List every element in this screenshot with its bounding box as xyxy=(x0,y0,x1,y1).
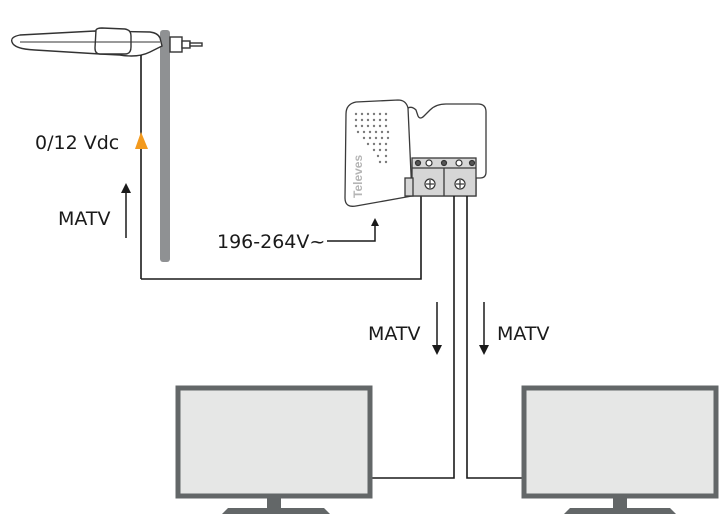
tv-left-screen xyxy=(175,385,373,499)
vent-dot xyxy=(376,154,380,158)
vent-dot xyxy=(360,118,364,122)
antenna-clamp xyxy=(169,36,183,53)
amplifier xyxy=(344,99,487,207)
tv-right-stand xyxy=(564,508,676,514)
tv-left xyxy=(175,385,373,514)
vent-dot xyxy=(360,124,364,128)
vent-dot xyxy=(378,112,382,116)
vent-dot xyxy=(372,148,376,152)
dc-power-label: 0/12 Vdc xyxy=(35,132,119,154)
vent-dot xyxy=(384,160,388,164)
vent-dot xyxy=(362,136,366,140)
vent-dot xyxy=(378,118,382,122)
amplifier-vent-dots xyxy=(354,112,390,164)
mains-power-arrow xyxy=(327,224,376,242)
vent-dot xyxy=(380,130,384,134)
matv-up-arrow-icon xyxy=(121,183,131,238)
vent-dot xyxy=(374,136,378,140)
matv-down-arrow-right-icon xyxy=(479,302,489,355)
vent-dot xyxy=(372,112,376,116)
tv-right xyxy=(521,385,719,514)
vent-dot xyxy=(378,160,382,164)
vent-dot xyxy=(384,154,388,158)
vent-dot xyxy=(378,148,382,152)
vent-dot xyxy=(386,136,390,140)
cable-output-left xyxy=(370,196,455,479)
matv-up-label: MATV xyxy=(58,208,111,230)
cable-antenna-to-amplifier xyxy=(141,196,422,280)
antenna xyxy=(10,27,203,57)
vent-dot xyxy=(372,142,376,146)
vent-dot xyxy=(386,130,390,134)
vent-dot xyxy=(356,130,360,134)
vent-dot xyxy=(368,130,372,134)
vent-dot xyxy=(354,124,358,128)
vent-dot xyxy=(384,124,388,128)
cable-output-right xyxy=(466,196,524,479)
vent-dot xyxy=(354,112,358,116)
tv-right-screen xyxy=(521,385,719,499)
vent-dot xyxy=(366,142,370,146)
vent-dot xyxy=(380,136,384,140)
terminal-screws xyxy=(414,159,476,190)
antenna-body xyxy=(10,30,163,57)
vent-dot xyxy=(372,124,376,128)
vent-dot xyxy=(362,130,366,134)
tv-left-stand xyxy=(222,508,330,514)
vent-dot xyxy=(384,112,388,116)
mast xyxy=(160,30,170,262)
mains-voltage-label: 196-264V~ xyxy=(217,231,325,253)
vent-dot xyxy=(360,112,364,116)
vent-dot xyxy=(384,142,388,146)
matv-down-right-label: MATV xyxy=(497,323,550,345)
vent-dot xyxy=(368,136,372,140)
matv-down-left-label: MATV xyxy=(368,323,421,345)
vent-dot xyxy=(374,130,378,134)
matv-down-arrow-left-icon xyxy=(432,302,442,355)
vent-dot xyxy=(378,124,382,128)
vent-dot xyxy=(378,142,382,146)
vent-dot xyxy=(354,118,358,122)
antenna-head xyxy=(94,27,132,55)
amplifier-brand-logo: Televes xyxy=(351,155,365,198)
tv-right-neck xyxy=(613,498,627,510)
mains-arrow-head-icon xyxy=(371,218,379,226)
vent-dot xyxy=(372,118,376,122)
vent-dot xyxy=(366,124,370,128)
vent-dot xyxy=(366,112,370,116)
vent-dot xyxy=(384,148,388,152)
vent-dot xyxy=(366,118,370,122)
dc-power-arrow-icon xyxy=(135,132,148,149)
tv-left-neck xyxy=(267,498,281,510)
vent-dot xyxy=(384,118,388,122)
